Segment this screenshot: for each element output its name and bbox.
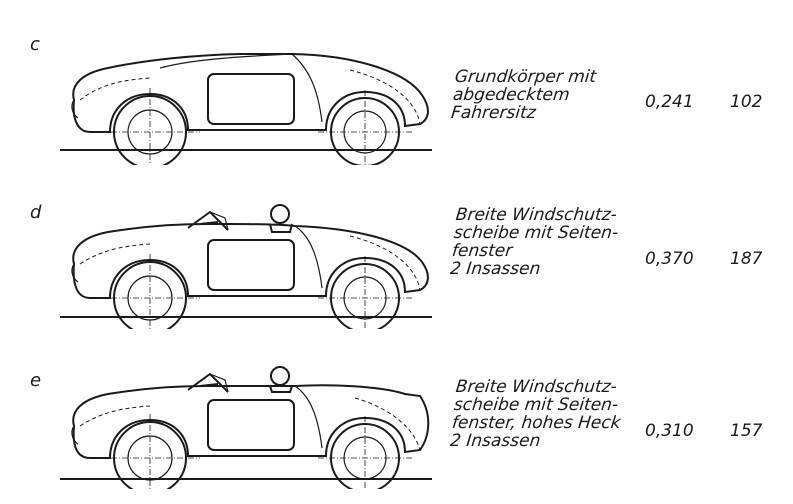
drag-coefficient: 0,310 (645, 421, 694, 441)
drag-coefficient: 0,370 (645, 249, 694, 269)
variant-e: e Breite Windschutz- scheibe mit Seiten-… (0, 336, 793, 504)
variant-d: d Breite Windschutz- scheibe mit Seiten-… (0, 168, 793, 336)
variant-description: Breite Windschutz- scheibe mit Seiten- f… (449, 205, 620, 279)
car-windscreen-high-tail-drawing (60, 366, 432, 489)
car-covered-seat-drawing (60, 53, 432, 165)
value: 157 (730, 421, 763, 441)
variant-description: Grundkörper mit abgedecktem Fahrersitz (450, 67, 598, 123)
value: 187 (730, 249, 763, 269)
car-windscreen-two-occupants-drawing (60, 204, 432, 329)
variant-letter: c (30, 34, 40, 55)
variant-letter: e (30, 370, 42, 391)
value: 102 (730, 92, 763, 112)
variant-c: c Grundkörper mit abgedecktem Fahrersitz… (0, 0, 793, 168)
variant-description: Breite Windschutz- scheibe mit Seiten- f… (449, 377, 622, 451)
variant-letter: d (30, 202, 42, 223)
drag-coefficient: 0,241 (645, 92, 694, 112)
